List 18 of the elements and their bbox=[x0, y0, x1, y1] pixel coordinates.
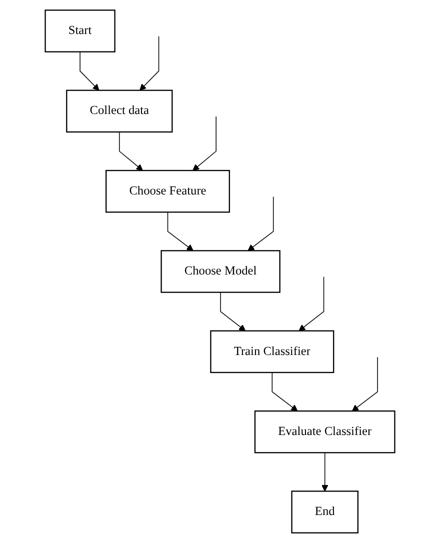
arrow bbox=[298, 276, 324, 332]
arrow bbox=[321, 452, 328, 492]
arrow bbox=[140, 36, 160, 91]
arrow bbox=[220, 292, 246, 332]
arrow bbox=[80, 51, 100, 91]
arrow bbox=[119, 132, 143, 171]
arrow bbox=[352, 356, 378, 412]
arrow bbox=[248, 196, 274, 251]
node-box: Collect data bbox=[66, 90, 173, 133]
node-box: Choose Feature bbox=[106, 170, 230, 213]
node-box: Start bbox=[44, 10, 116, 52]
node-box: Train Classifier bbox=[210, 330, 334, 374]
node-box: Evaluate Classifier bbox=[254, 410, 396, 454]
arrow bbox=[272, 372, 298, 412]
arrow bbox=[192, 116, 216, 171]
node-box: Choose Model bbox=[160, 250, 280, 293]
node-box: End bbox=[291, 490, 358, 534]
arrow bbox=[167, 212, 194, 251]
